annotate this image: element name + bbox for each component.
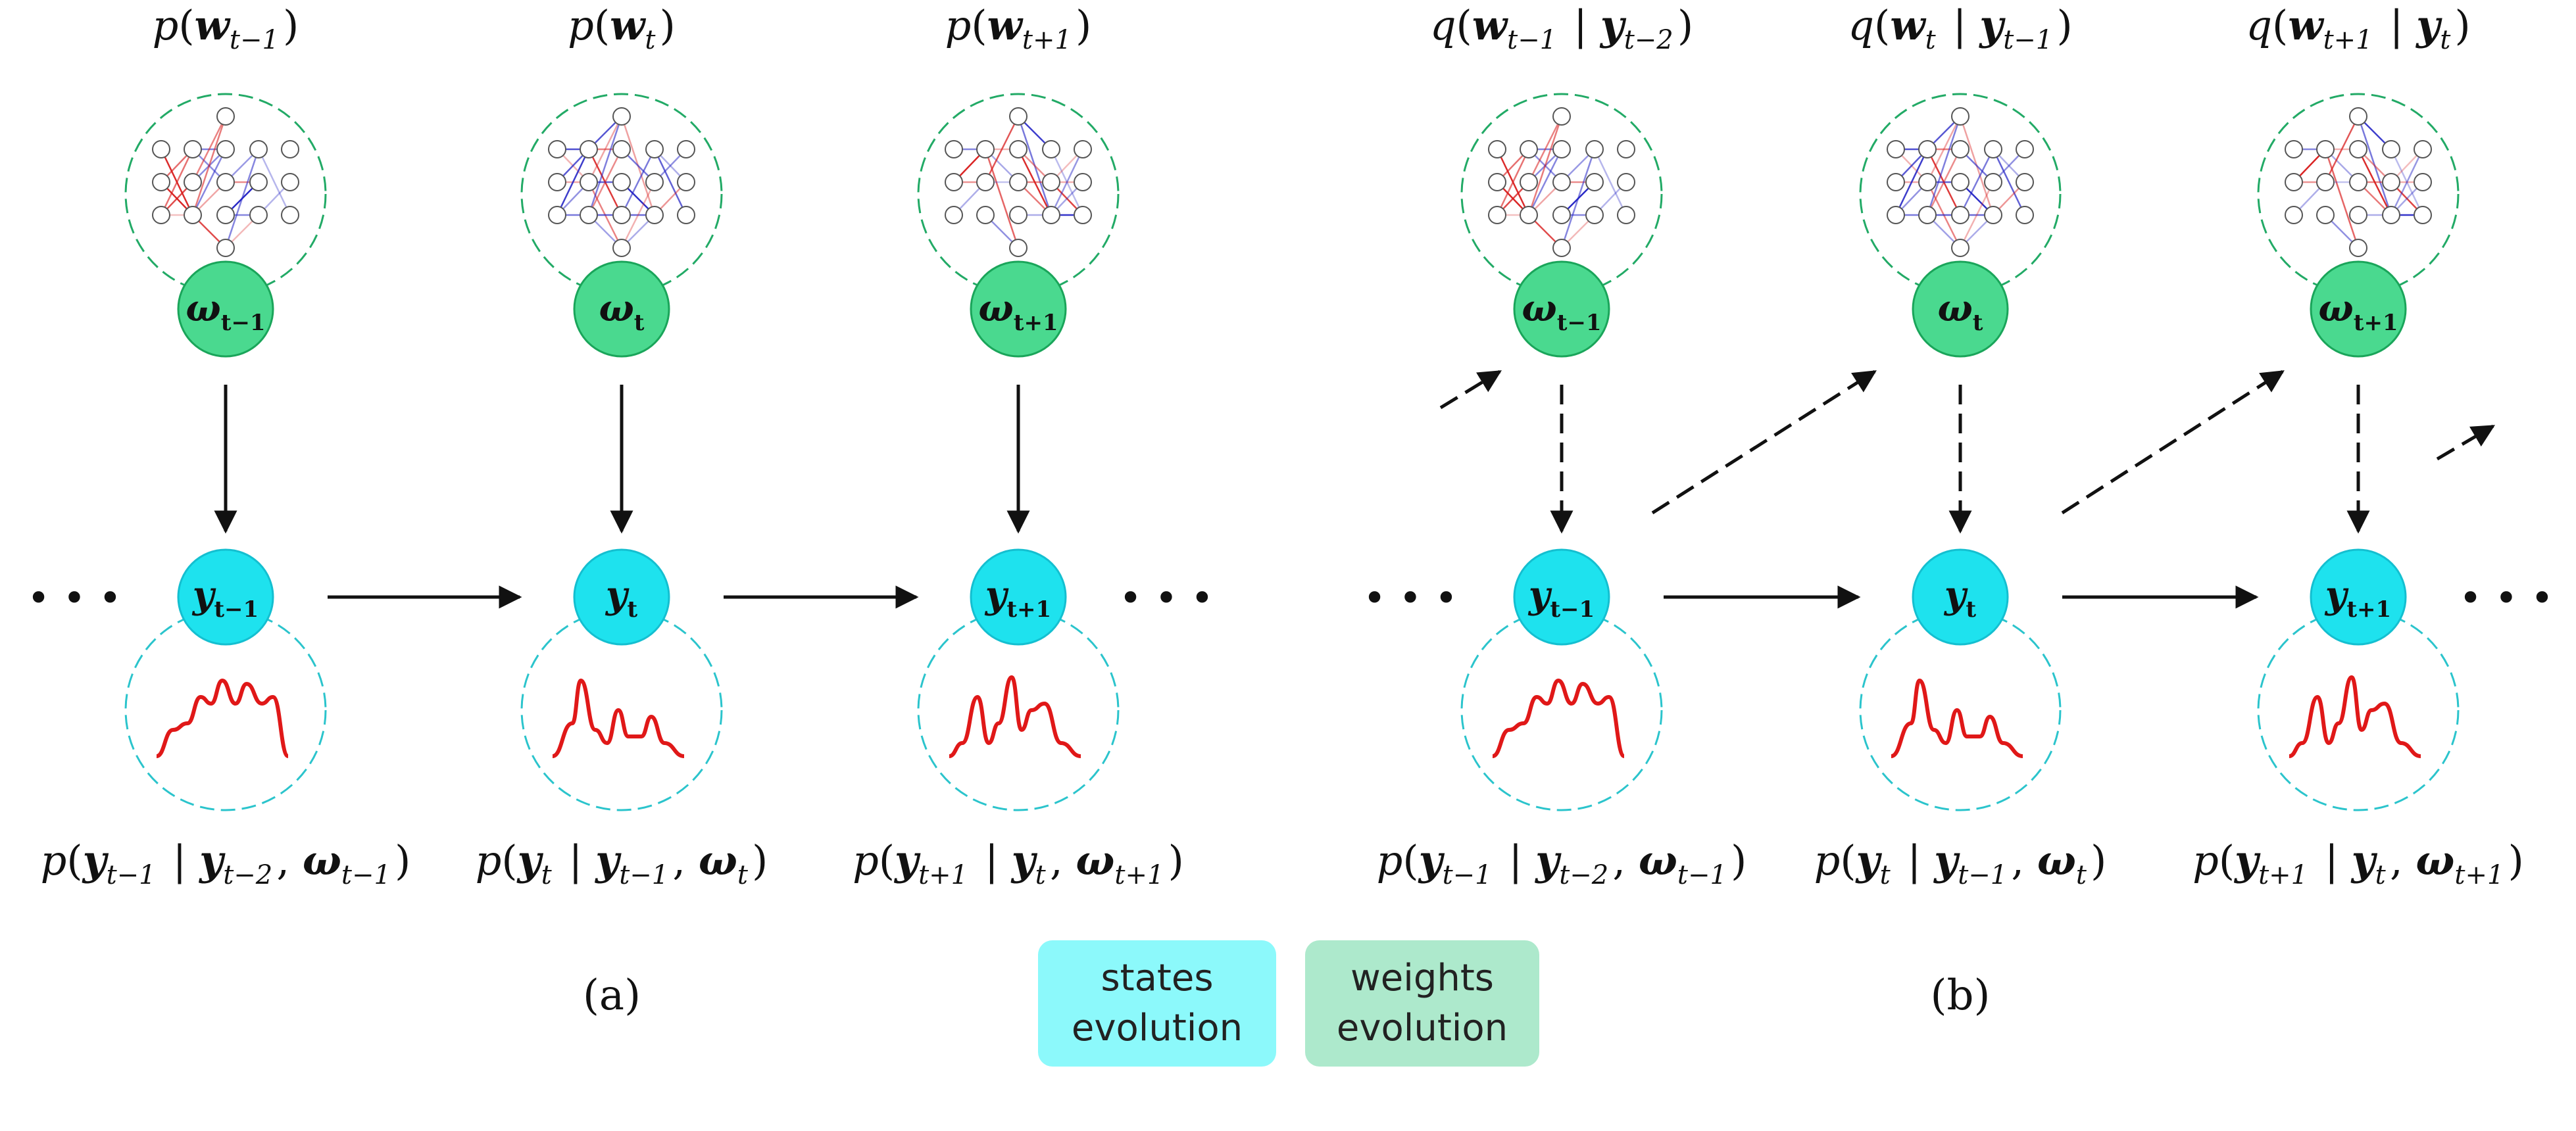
- a-density-curve-0: [155, 678, 289, 758]
- b-network-2: [2285, 107, 2432, 257]
- b-network-1: [1887, 107, 2034, 257]
- a-bottom-label-0: p(yt−1 | yt−2 , ωt−1 ): [41, 836, 411, 890]
- b-ellipsis-right: • • •: [2459, 575, 2554, 621]
- b-density-curve-2: [2289, 675, 2421, 758]
- b-ellipsis-left: • • •: [1363, 575, 1458, 621]
- a-state-node-1: [573, 548, 670, 646]
- b-top-label-2: q(wt+1 | yt ): [2246, 1, 2470, 55]
- legend-weights-line1: weights: [1350, 957, 1494, 1000]
- legend-weights-evolution: weights evolution: [1305, 940, 1539, 1067]
- panel-b-label: (b): [1931, 971, 1991, 1020]
- a-weight-node-0: [177, 260, 274, 358]
- panel-a-label: (a): [583, 971, 641, 1020]
- b-state-node-0: [1513, 548, 1610, 646]
- b-diag-arrow-2: [2061, 370, 2285, 515]
- a-density-curve-1: [551, 678, 685, 758]
- a-ellipsis-left: • • •: [27, 575, 122, 621]
- a-weight-node-0-label: ωt−1: [186, 287, 265, 336]
- legend-weights-line2: evolution: [1336, 1007, 1508, 1049]
- b-state-node-1: [1912, 548, 2009, 646]
- a-state-node-2: [970, 548, 1067, 646]
- a-bottom-label-1: p(yt | yt−1 , ωt ): [476, 836, 768, 890]
- b-diag-arrow-3: [2436, 424, 2496, 461]
- b-diag-arrow-1: [1651, 370, 1877, 515]
- b-bottom-label-1: p(yt | yt−1 , ωt ): [1814, 836, 2107, 890]
- a-top-label-0: p(wt−1 ): [153, 1, 299, 55]
- b-density-curve-1: [1890, 678, 2023, 758]
- b-state-node-2-label: yt+1: [2324, 573, 2391, 623]
- a-weight-node-1: [573, 260, 670, 358]
- a-density-curve-2: [949, 675, 1081, 758]
- b-weight-node-1-label: ωt: [1937, 287, 1983, 336]
- b-bottom-label-0: p(yt−1 | yt−2 , ωt−1 ): [1377, 836, 1747, 890]
- legend-states-line2: evolution: [1071, 1007, 1243, 1049]
- a-state-node-1-label: yt: [605, 573, 638, 623]
- a-state-node-0: [177, 548, 274, 646]
- a-bottom-label-2: p(yt+1 | yt , ωt+1 ): [853, 836, 1184, 890]
- b-weight-node-2-label: ωt+1: [2318, 287, 2398, 336]
- b-diag-arrow-0: [1439, 370, 1502, 410]
- a-network-1: [548, 107, 695, 257]
- a-weight-node-2-label: ωt+1: [978, 287, 1058, 336]
- a-state-node-0-label: yt−1: [191, 573, 259, 623]
- b-bottom-label-2: p(yt+1 | yt , ωt+1 ): [2192, 836, 2524, 890]
- b-state-node-0-label: yt−1: [1527, 573, 1595, 623]
- a-state-node-2-label: yt+1: [984, 573, 1051, 623]
- legend-states-evolution: states evolution: [1038, 940, 1276, 1067]
- a-network-2: [945, 107, 1092, 257]
- legend-states-line1: states: [1101, 957, 1214, 1000]
- b-weight-node-0: [1513, 260, 1610, 358]
- b-weight-node-2: [2310, 260, 2407, 358]
- b-network-0: [1488, 107, 1635, 257]
- a-ellipsis-right: • • •: [1119, 575, 1214, 621]
- b-state-node-2: [2310, 548, 2407, 646]
- b-weight-node-1: [1912, 260, 2009, 358]
- b-top-label-1: q(wt | yt−1 ): [1848, 1, 2072, 55]
- a-weight-node-2: [970, 260, 1067, 358]
- a-weight-node-1-label: ωt: [599, 287, 644, 336]
- b-top-label-0: q(wt−1 | yt−2 ): [1430, 1, 1693, 55]
- b-weight-node-0-label: ωt−1: [1522, 287, 1601, 336]
- b-state-node-1-label: yt: [1943, 573, 1977, 623]
- a-top-label-2: p(wt+1 ): [945, 1, 1092, 55]
- a-network-0: [152, 107, 299, 257]
- a-top-label-1: p(wt ): [568, 1, 676, 55]
- b-density-curve-0: [1491, 678, 1625, 758]
